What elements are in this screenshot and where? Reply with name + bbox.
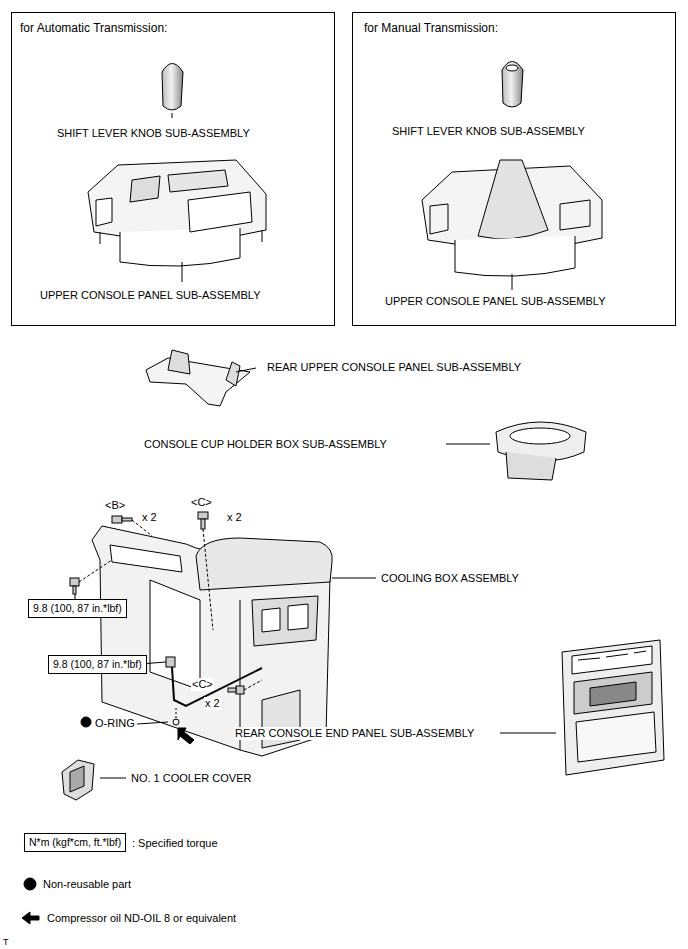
quantity: x 2 (204, 697, 221, 710)
part-name: COOLING BOX ASSEMBLY (380, 572, 520, 585)
cooler-cover (62, 760, 94, 800)
bolt-group: <B> (104, 499, 126, 512)
rear-upper-console-panel (146, 350, 250, 406)
non-reusable-dot (24, 878, 36, 890)
legend-text: : Specified torque (131, 837, 219, 850)
torque-box: 9.8 (100, 87 in.*lbf) (48, 655, 147, 674)
variant-frame: for Manual Transmission: SHIFT LEVER KNOB… (352, 12, 676, 326)
part-name: UPPER CONSOLE PANEL SUB-ASSEMBLY (384, 295, 606, 308)
torque-box: 9.8 (100, 87 in.*lbf) (28, 599, 127, 618)
oil-arrow (22, 912, 39, 924)
part-name: O-RING (94, 717, 136, 730)
quantity: x 2 (226, 511, 243, 524)
bolt-group: <C> (190, 496, 213, 509)
legend-text: Non-reusable part (42, 878, 132, 891)
part-name: NO. 1 COOLER COVER (130, 772, 252, 785)
part-name: CONSOLE CUP HOLDER BOX SUB-ASSEMBLY (143, 438, 388, 451)
variant-heading: for Manual Transmission: (363, 21, 499, 35)
torque-value: 9.8 (100, 87 in.*lbf) (33, 602, 122, 615)
legend-text: Compressor oil ND-OIL 8 or equivalent (46, 912, 237, 925)
rear-console-end-panel (562, 640, 664, 775)
shift-knob (162, 64, 183, 111)
part-name: UPPER CONSOLE PANEL SUB-ASSEMBLY (39, 289, 261, 302)
upper-console-panel (88, 160, 266, 282)
quantity: x 2 (141, 511, 158, 524)
figure-code: T (2, 937, 10, 948)
bolt-group: <C> (191, 678, 214, 691)
oil-arrow (178, 728, 194, 744)
part-name: SHIFT LEVER KNOB SUB-ASSEMBLY (391, 125, 586, 138)
shift-knob (502, 62, 523, 108)
non-reusable-dot (81, 717, 91, 727)
cup-holder-box (496, 422, 586, 480)
part-name: REAR CONSOLE END PANEL SUB-ASSEMBLY (234, 727, 475, 740)
variant-heading: for Automatic Transmission: (19, 21, 168, 35)
variant-frame: for Automatic Transmission: SHIFT LEVER K… (11, 12, 335, 326)
torque-value: N*m (kgf*cm, ft.*lbf) (29, 836, 121, 849)
cooling-box (92, 526, 332, 756)
torque-value: 9.8 (100, 87 in.*lbf) (53, 658, 142, 671)
upper-console-panel (422, 160, 602, 290)
part-name: REAR UPPER CONSOLE PANEL SUB-ASSEMBLY (266, 361, 522, 374)
torque-legend-box: N*m (kgf*cm, ft.*lbf) (24, 833, 126, 852)
part-name: SHIFT LEVER KNOB SUB-ASSEMBLY (56, 127, 251, 140)
